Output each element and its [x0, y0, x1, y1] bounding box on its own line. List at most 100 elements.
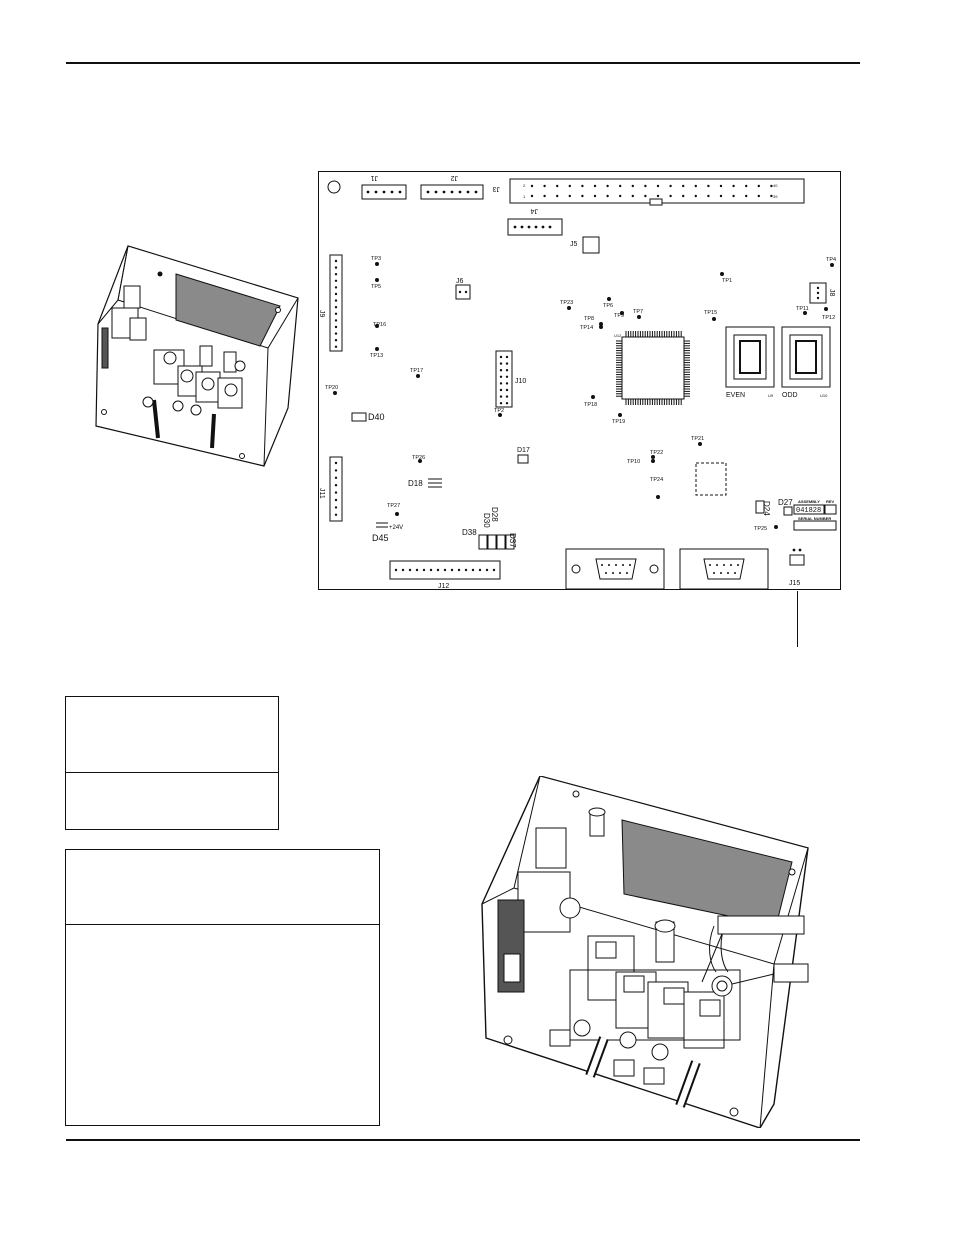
label-d24: D24	[762, 501, 771, 516]
label-d30: D30	[482, 513, 491, 528]
pin	[656, 194, 660, 198]
label-d40: D40	[368, 412, 385, 422]
pin	[505, 362, 509, 365]
test-point-tp22	[651, 459, 655, 463]
j3-pin-1: 1	[523, 194, 526, 199]
pin	[745, 184, 748, 188]
pin	[694, 194, 697, 198]
pin	[556, 184, 559, 188]
pin	[334, 299, 338, 302]
label-tp17: TP17	[410, 368, 423, 374]
pin	[499, 395, 503, 398]
box-divider	[66, 924, 379, 925]
pin	[492, 568, 496, 572]
pin	[505, 355, 509, 359]
pin	[485, 568, 489, 572]
pin	[334, 506, 338, 509]
pin	[334, 461, 338, 465]
pin	[631, 184, 634, 188]
blank-label-box-large	[65, 849, 380, 1126]
label-j4: J4	[531, 207, 539, 214]
label-tp8: TP8	[584, 316, 594, 322]
label-tp3: TP3	[371, 256, 381, 262]
bottom-rule	[66, 1139, 860, 1141]
assembly-label: ASSEMBLY	[798, 499, 820, 504]
label-tp25: TP25	[754, 526, 767, 532]
pin	[757, 184, 760, 188]
pin	[334, 513, 338, 516]
label-d37: D37	[508, 533, 517, 548]
label-tp4: TP4	[826, 257, 836, 263]
pin	[581, 184, 584, 188]
pin	[334, 339, 338, 342]
pin	[499, 355, 503, 359]
pin	[631, 194, 634, 198]
test-point-tp16	[375, 324, 379, 328]
pin	[334, 279, 338, 282]
label-tp23: TP23	[560, 300, 573, 306]
pin	[568, 194, 571, 198]
label-j15: J15	[789, 580, 800, 587]
label-tp21: TP21	[691, 436, 704, 442]
pin	[682, 194, 685, 198]
j3-pin-40: 40	[773, 183, 778, 188]
pin	[707, 184, 710, 188]
u12-pin-array	[616, 331, 690, 405]
pin	[732, 194, 735, 198]
pin	[530, 194, 534, 198]
pin	[334, 292, 338, 296]
test-point-tp9	[620, 311, 624, 315]
pin	[719, 184, 723, 188]
j10-pin-grid	[499, 355, 509, 405]
j3-pin-2: 2	[523, 183, 526, 188]
top-rule	[66, 62, 860, 64]
pin	[543, 194, 546, 198]
pin	[334, 345, 338, 348]
pin	[422, 568, 426, 572]
test-point-tp3	[375, 262, 379, 266]
test-point-tp24	[656, 495, 660, 499]
pin	[334, 476, 338, 479]
label-tp1: TP1	[722, 278, 732, 284]
pin	[682, 184, 685, 188]
label-j8: J8	[828, 289, 835, 297]
label-tp5: TP5	[371, 284, 381, 290]
label-j6: J6	[456, 278, 464, 285]
pin	[499, 369, 503, 372]
blank-label-box-small	[65, 696, 279, 830]
label-d45: D45	[372, 533, 389, 543]
test-point-tp23	[567, 306, 571, 310]
test-point-tp15	[712, 317, 716, 321]
test-point-tp11	[803, 311, 807, 315]
label-tp12: TP12	[822, 315, 835, 321]
test-point-tp25	[774, 525, 778, 529]
pin	[593, 184, 597, 188]
pin	[334, 484, 338, 487]
pin	[505, 395, 509, 398]
label-24v: +24V	[389, 525, 403, 531]
pin	[443, 568, 447, 572]
label-odd: ODD	[782, 392, 798, 399]
test-point-tp6	[607, 297, 611, 301]
pin	[543, 184, 546, 188]
enclosure-detail-illustration	[481, 776, 809, 1128]
label-tp20: TP20	[325, 385, 338, 391]
pin	[334, 319, 338, 322]
test-point-tp10	[651, 455, 655, 459]
label-u12: U12	[614, 333, 622, 338]
test-point-tp4	[830, 263, 834, 267]
pin	[505, 375, 509, 378]
test-point-tp2	[498, 413, 502, 417]
enclosure-thumbnail-illustration	[95, 245, 299, 467]
label-tp13: TP13	[370, 353, 383, 359]
label-tp15: TP15	[704, 310, 717, 316]
j15-leader-line	[797, 591, 798, 647]
label-j1: J1	[371, 174, 379, 181]
label-tp22: TP22	[650, 450, 663, 456]
pin	[334, 306, 338, 309]
test-point-tp7	[637, 315, 641, 319]
label-tp19: TP19	[612, 419, 625, 425]
label-tp16: TP16	[373, 322, 386, 328]
pin	[530, 184, 534, 188]
